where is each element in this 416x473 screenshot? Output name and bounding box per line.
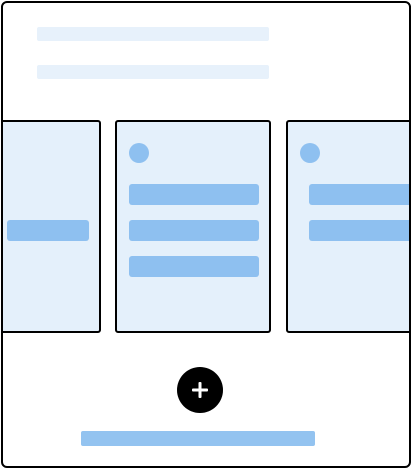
carousel-card-left[interactable]: [3, 120, 101, 333]
card-placeholder-bar: [129, 184, 259, 205]
header-placeholder-line: [37, 65, 269, 79]
card-placeholder-bar: [7, 220, 89, 241]
card-avatar-placeholder: [300, 143, 320, 163]
carousel-card-center[interactable]: [115, 120, 271, 333]
carousel-card-right[interactable]: [286, 120, 409, 333]
card-avatar-placeholder: [129, 143, 149, 163]
add-button[interactable]: [177, 367, 223, 413]
header-placeholder-line: [37, 27, 269, 41]
plus-icon: [192, 382, 208, 398]
footer-placeholder-bar: [81, 431, 315, 446]
card-placeholder-bar: [309, 220, 409, 241]
app-frame: [1, 1, 411, 468]
card-placeholder-bar: [129, 220, 259, 241]
card-placeholder-bar: [309, 184, 409, 205]
card-placeholder-bar: [129, 256, 259, 277]
